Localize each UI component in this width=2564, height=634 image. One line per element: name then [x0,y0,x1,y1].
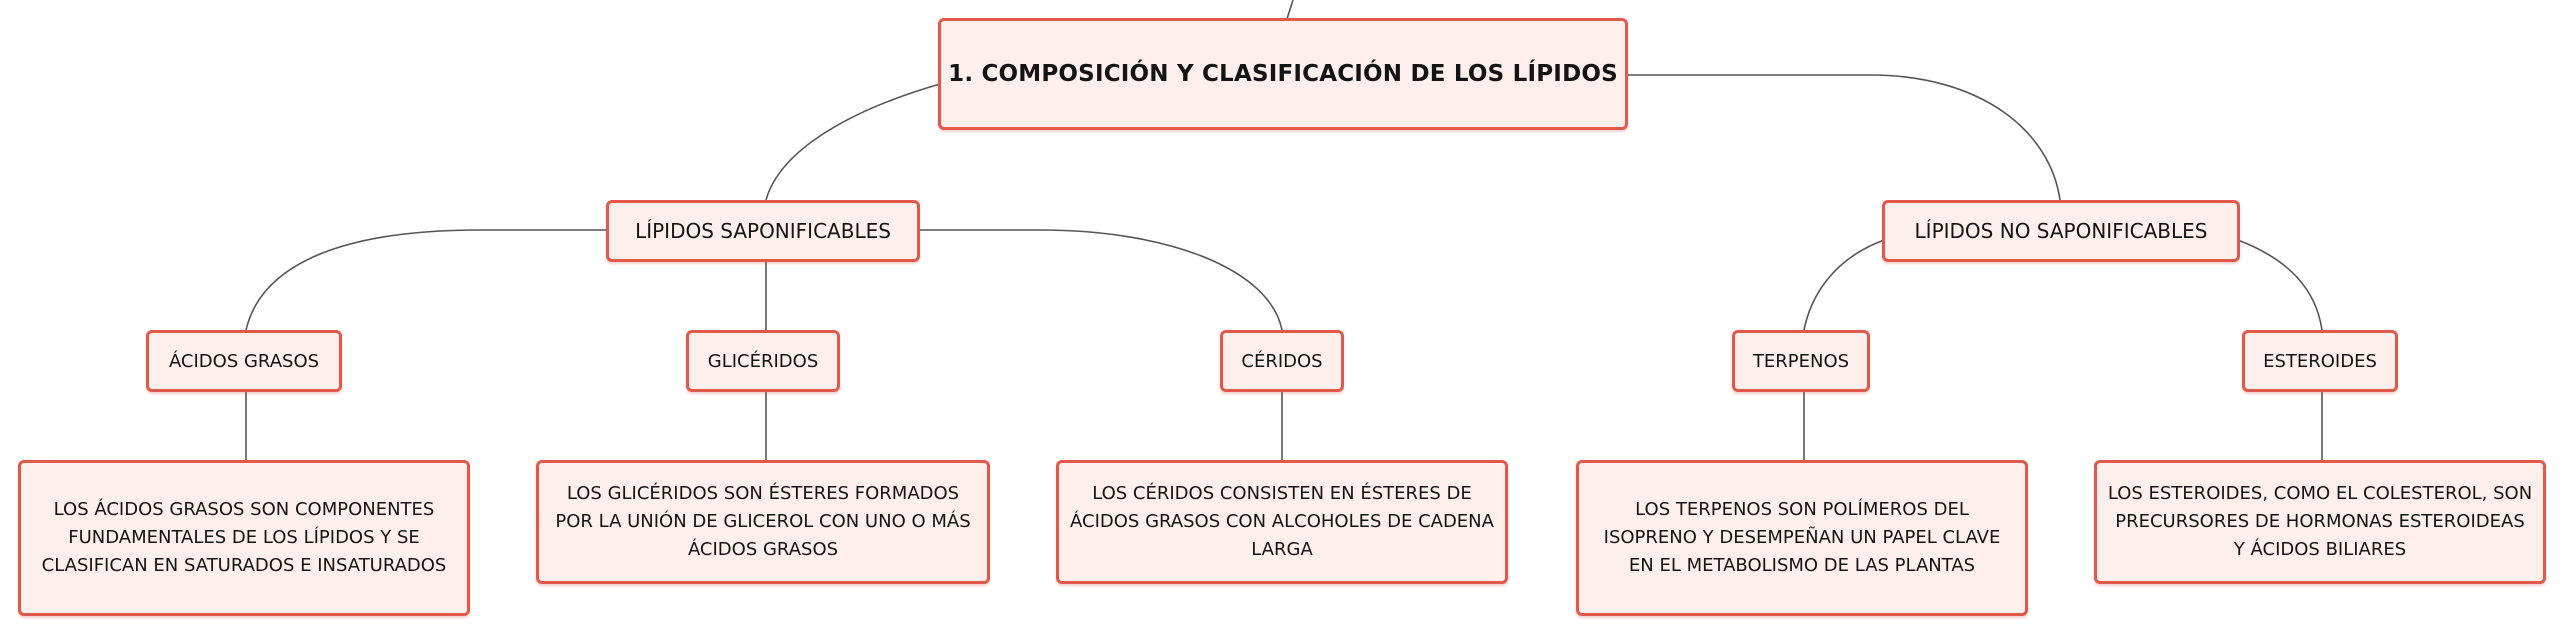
description-esteroides[interactable]: LOS ESTEROIDES, COMO EL COLESTEROL, SON … [2094,460,2546,584]
topic-label: GLICÉRIDOS [707,350,819,372]
connector-root-no-saponificables [1626,74,2061,201]
topic-label: ESTEROIDES [2263,350,2377,372]
description-terpenos[interactable]: LOS TERPENOS SON POLÍMEROS DEL ISOPRENO … [1576,460,2028,616]
topic-ceridos[interactable]: CÉRIDOS [1220,330,1344,392]
description-text: LOS TERPENOS SON POLÍMEROS DEL ISOPRENO … [1603,499,2001,576]
description-ceridos[interactable]: LOS CÉRIDOS CONSISTEN EN ÉSTERES DE ÁCID… [1056,460,1508,584]
description-gliceridos[interactable]: LOS GLICÉRIDOS SON ÉSTERES FORMADOS POR … [536,460,990,584]
description-text: LOS GLICÉRIDOS SON ÉSTERES FORMADOS POR … [555,483,971,560]
root-label: 1. COMPOSICIÓN Y CLASIFICACIÓN DE LOS LÍ… [948,61,1618,87]
topic-acidos-grasos[interactable]: ÁCIDOS GRASOS [146,330,342,392]
topic-terpenos[interactable]: TERPENOS [1732,330,1870,392]
category-lipidos-no-saponificables[interactable]: LÍPIDOS NO SAPONIFICABLES [1882,200,2240,262]
topic-label: TERPENOS [1752,350,1850,372]
category-label: LÍPIDOS NO SAPONIFICABLES [1914,219,2208,243]
category-lipidos-saponificables[interactable]: LÍPIDOS SAPONIFICABLES [606,200,920,262]
description-text: LOS CÉRIDOS CONSISTEN EN ÉSTERES DE ÁCID… [1070,483,1494,560]
connector-sap-ceridos [920,229,1283,331]
connector-root-saponificables [765,83,941,201]
topic-gliceridos[interactable]: GLICÉRIDOS [686,330,840,392]
connector-nosap-terpenos [1803,239,1885,331]
topic-label: ÁCIDOS GRASOS [168,350,320,372]
description-text: LOS ESTEROIDES, COMO EL COLESTEROL, SON … [2107,483,2533,560]
description-text: LOS ÁCIDOS GRASOS SON COMPONENTES FUNDAM… [41,499,447,576]
category-label: LÍPIDOS SAPONIFICABLES [635,219,891,243]
topic-esteroides[interactable]: ESTEROIDES [2242,330,2398,392]
connector-nosap-esteroides [2237,239,2323,331]
description-acidos-grasos[interactable]: LOS ÁCIDOS GRASOS SON COMPONENTES FUNDAM… [18,460,470,616]
topic-label: CÉRIDOS [1241,350,1323,372]
root-node[interactable]: 1. COMPOSICIÓN Y CLASIFICACIÓN DE LOS LÍ… [938,18,1628,130]
connector-sap-acidos [245,229,608,331]
